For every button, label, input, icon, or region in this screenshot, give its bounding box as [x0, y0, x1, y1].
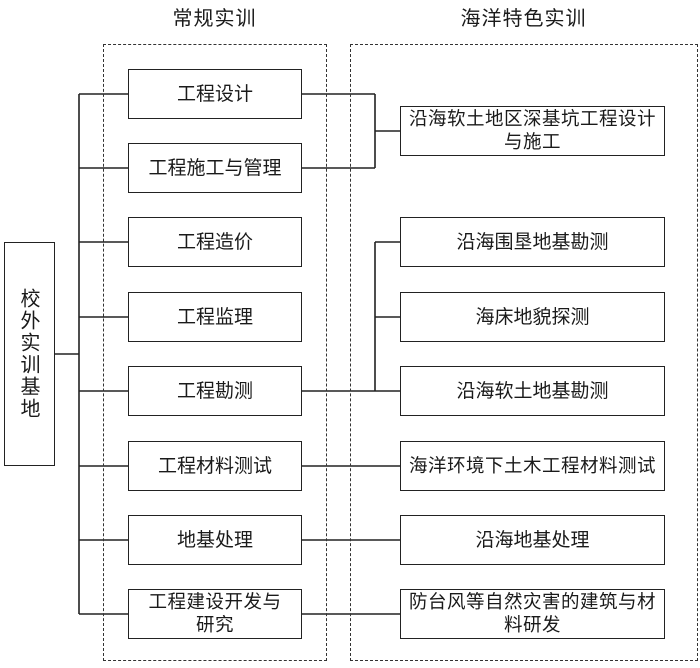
marine-item: 防台风等自然灾害的建筑与材料研发 — [400, 589, 665, 639]
regular-item-label: 工程设计 — [176, 83, 253, 105]
regular-item: 工程建设开发与研究 — [128, 589, 302, 639]
marine-item: 沿海围垦地基勘测 — [400, 217, 665, 267]
marine-item-label: 沿海围垦地基勘测 — [456, 231, 609, 253]
marine-item: 海床地貌探测 — [400, 292, 665, 342]
marine-item-label: 海洋环境下土木工程材料测试 — [408, 455, 656, 477]
header-marine-training: 海洋特色实训 — [460, 6, 587, 30]
marine-item: 沿海地基处理 — [400, 515, 665, 565]
regular-item-label: 工程材料测试 — [157, 455, 272, 477]
marine-item: 沿海软土地区深基坑工程设计与施工 — [400, 106, 665, 156]
regular-item: 工程施工与管理 — [128, 143, 302, 193]
regular-item-label: 工程建设开发与研究 — [148, 592, 282, 636]
regular-item: 工程造价 — [128, 217, 302, 267]
regular-item-label: 工程监理 — [176, 306, 253, 328]
regular-item-label: 工程施工与管理 — [148, 157, 282, 179]
root-node: 校外实训基地 — [4, 242, 55, 466]
marine-item-label: 沿海软土地区深基坑工程设计与施工 — [408, 109, 656, 153]
marine-item: 沿海软土地基勘测 — [400, 366, 665, 416]
regular-item-label: 工程造价 — [176, 231, 253, 253]
group-marine-training — [350, 44, 698, 661]
regular-item-label: 工程勘测 — [176, 380, 253, 402]
marine-item-label: 防台风等自然灾害的建筑与材料研发 — [408, 592, 656, 636]
marine-item-label: 沿海地基处理 — [475, 529, 590, 551]
marine-item: 海洋环境下土木工程材料测试 — [400, 441, 665, 491]
group-regular-training — [103, 44, 327, 661]
regular-item: 工程材料测试 — [128, 441, 302, 491]
header-regular-training: 常规实训 — [172, 6, 257, 30]
regular-item: 工程监理 — [128, 292, 302, 342]
root-label: 校外实训基地 — [17, 288, 41, 420]
marine-item-label: 沿海软土地基勘测 — [456, 380, 609, 402]
regular-item: 工程勘测 — [128, 366, 302, 416]
regular-item: 工程设计 — [128, 69, 302, 119]
marine-item-label: 海床地貌探测 — [475, 306, 590, 328]
regular-item-label: 地基处理 — [176, 529, 253, 551]
regular-item: 地基处理 — [128, 515, 302, 565]
